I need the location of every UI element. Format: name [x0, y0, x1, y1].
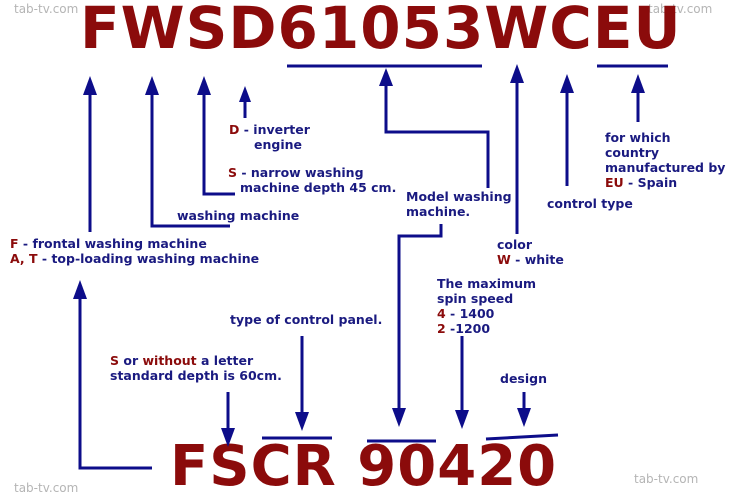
watermark-bottom-right: tab-tv.com	[634, 472, 699, 486]
narrow-connector	[202, 94, 235, 196]
washing-machine-connector	[150, 94, 230, 228]
color-label: color W - white	[497, 237, 564, 267]
washing-machine-arrow	[145, 76, 159, 95]
control-type-label: control type	[547, 196, 633, 211]
color-arrow	[510, 64, 524, 83]
top-model-code: FWSD61053WCEU	[80, 0, 682, 62]
watermark-bottom-left: tab-tv.com	[14, 481, 79, 495]
narrow-arrow	[197, 76, 211, 95]
design-label: design	[500, 371, 547, 386]
model-90-connector	[397, 224, 443, 410]
inverter-label: D - inverter engine	[229, 122, 310, 152]
bottom-f-connector	[78, 298, 152, 470]
model-connector	[384, 84, 490, 188]
spin-arrow	[455, 410, 469, 429]
f-arrow	[83, 76, 97, 95]
country-arrow	[631, 74, 645, 93]
top-loading-label: A, T - top-loading washing machine	[10, 251, 260, 266]
washing-machine-label: washing machine	[177, 208, 300, 223]
control-type-arrow	[560, 74, 574, 93]
control-panel-label: type of control panel.	[230, 312, 383, 327]
watermark-top-left: tab-tv.com	[14, 2, 79, 16]
bottom-f-arrow	[73, 280, 87, 299]
design-arrow	[517, 408, 531, 427]
model-arrow	[379, 68, 393, 86]
watermark-top-right: tab-tv.com	[648, 2, 713, 16]
design-bracket	[485, 433, 559, 441]
country-label: for which country manufactured by EU - S…	[605, 130, 726, 190]
depth-label: S or without a letter standard depth is …	[110, 353, 282, 383]
narrow-label: S - narrow washing machine depth 45 cm.	[228, 165, 397, 195]
depth-arrow	[221, 428, 235, 447]
control-panel-arrow	[295, 412, 309, 431]
model-90-arrow	[392, 408, 406, 427]
frontal-label: F - frontal washing machine	[10, 236, 207, 251]
bottom-model-code: FSCR 90420	[170, 434, 558, 499]
spin-speed-label: The maximum spin speed 4 - 1400 2 -1200	[437, 276, 537, 336]
inverter-arrow	[239, 86, 251, 102]
